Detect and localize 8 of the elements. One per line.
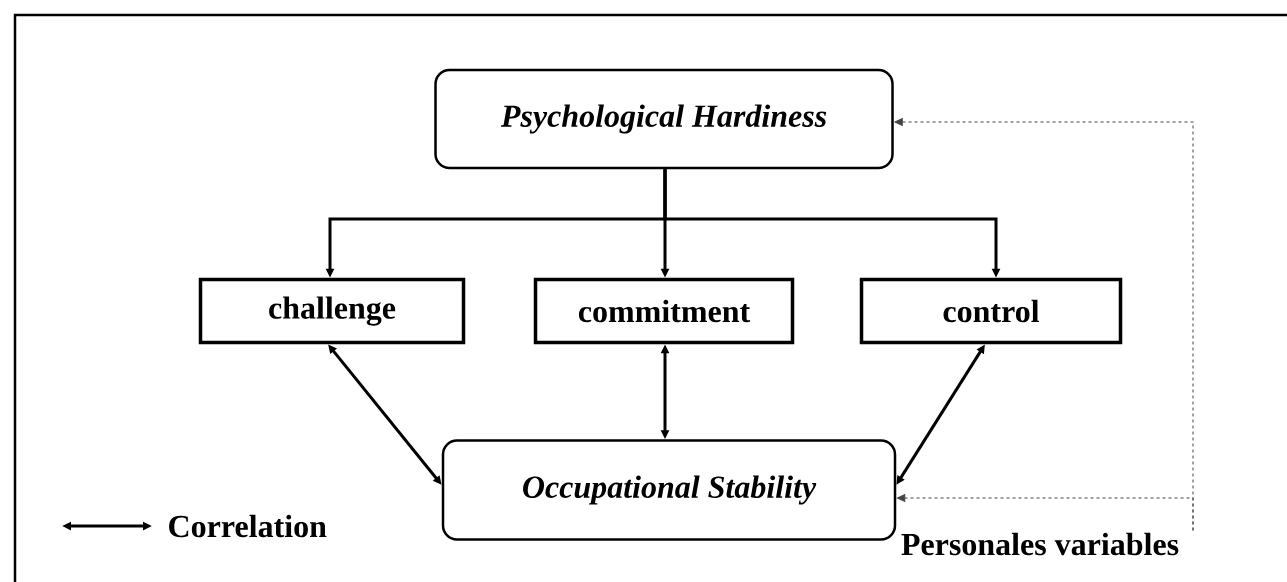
arrow: [897, 494, 1194, 532]
concept-box: control: [859, 277, 1123, 345]
concept-box: commitment: [533, 277, 795, 345]
concept-box: challenge: [198, 277, 466, 345]
variable-label: Personales variables: [901, 532, 1179, 556]
legend-label: Correlation: [169, 514, 327, 538]
rounded-box: Occupational Stability: [441, 439, 897, 541]
rounded-box: Psychological Hardiness: [434, 68, 894, 170]
